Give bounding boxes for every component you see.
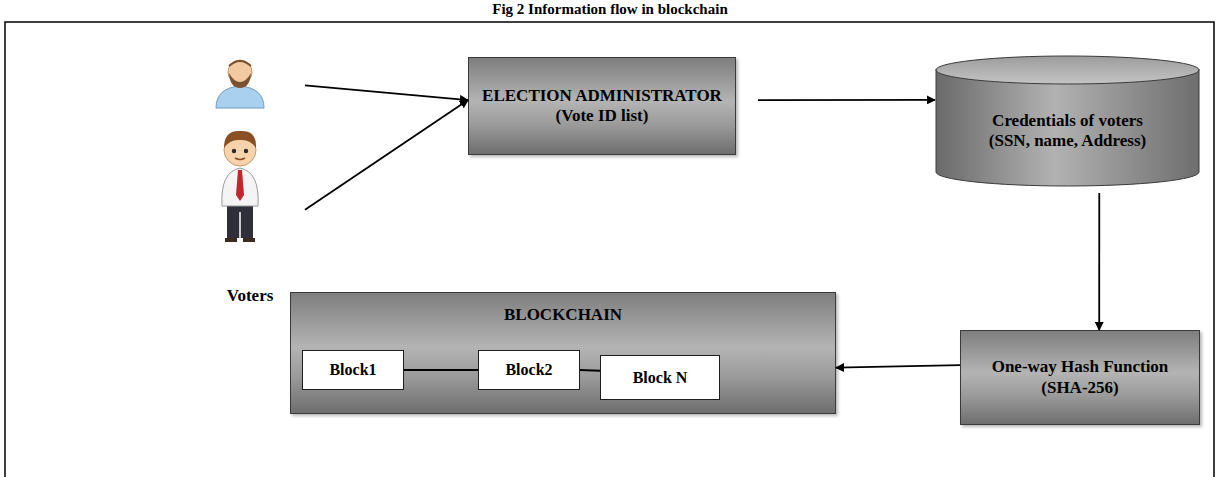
- node-label: Block N: [633, 368, 688, 387]
- voter-icon: [216, 60, 264, 108]
- chain-link: [580, 369, 600, 372]
- block-box: Block2: [478, 350, 580, 390]
- flow-arrow: [305, 100, 468, 210]
- database-cylinder: Credentials of voters(SSN, name, Address…: [935, 55, 1200, 187]
- block-box: Block1: [302, 350, 404, 390]
- node-label: Block2: [505, 360, 552, 379]
- cylinder-top: [936, 56, 1199, 84]
- figure-frame: [5, 22, 1214, 477]
- node-label: ELECTION ADMINISTRATOR: [482, 86, 722, 106]
- node-label: (SSN, name, Address): [989, 131, 1146, 151]
- node-label: Credentials of voters: [992, 111, 1143, 131]
- node-label: Voters: [227, 286, 274, 306]
- chain-link: [404, 369, 478, 371]
- voter-icon: [222, 131, 258, 242]
- block-box: Block N: [600, 355, 720, 400]
- flow-arrow: [305, 85, 468, 100]
- flow-arrow: [836, 365, 960, 367]
- actor-group: Voters: [200, 50, 300, 312]
- flow-arrow: [1098, 193, 1100, 330]
- process-box: One-way Hash Function (SHA-256): [960, 330, 1200, 425]
- flow-arrow: [758, 99, 935, 101]
- node-label: (Vote ID list): [556, 106, 649, 126]
- figure-title: Fig 2 Information flow in blockchain: [0, 1, 1220, 18]
- node-label: BLOCKCHAIN: [504, 305, 622, 325]
- node-label: One-way Hash Function (SHA-256): [988, 357, 1173, 398]
- node-label: Block1: [329, 360, 376, 379]
- container-box: BLOCKCHAIN Block1 Block2 Block N: [290, 292, 836, 414]
- process-box: ELECTION ADMINISTRATOR(Vote ID list): [468, 57, 736, 155]
- cylinder-body: [936, 69, 1199, 186]
